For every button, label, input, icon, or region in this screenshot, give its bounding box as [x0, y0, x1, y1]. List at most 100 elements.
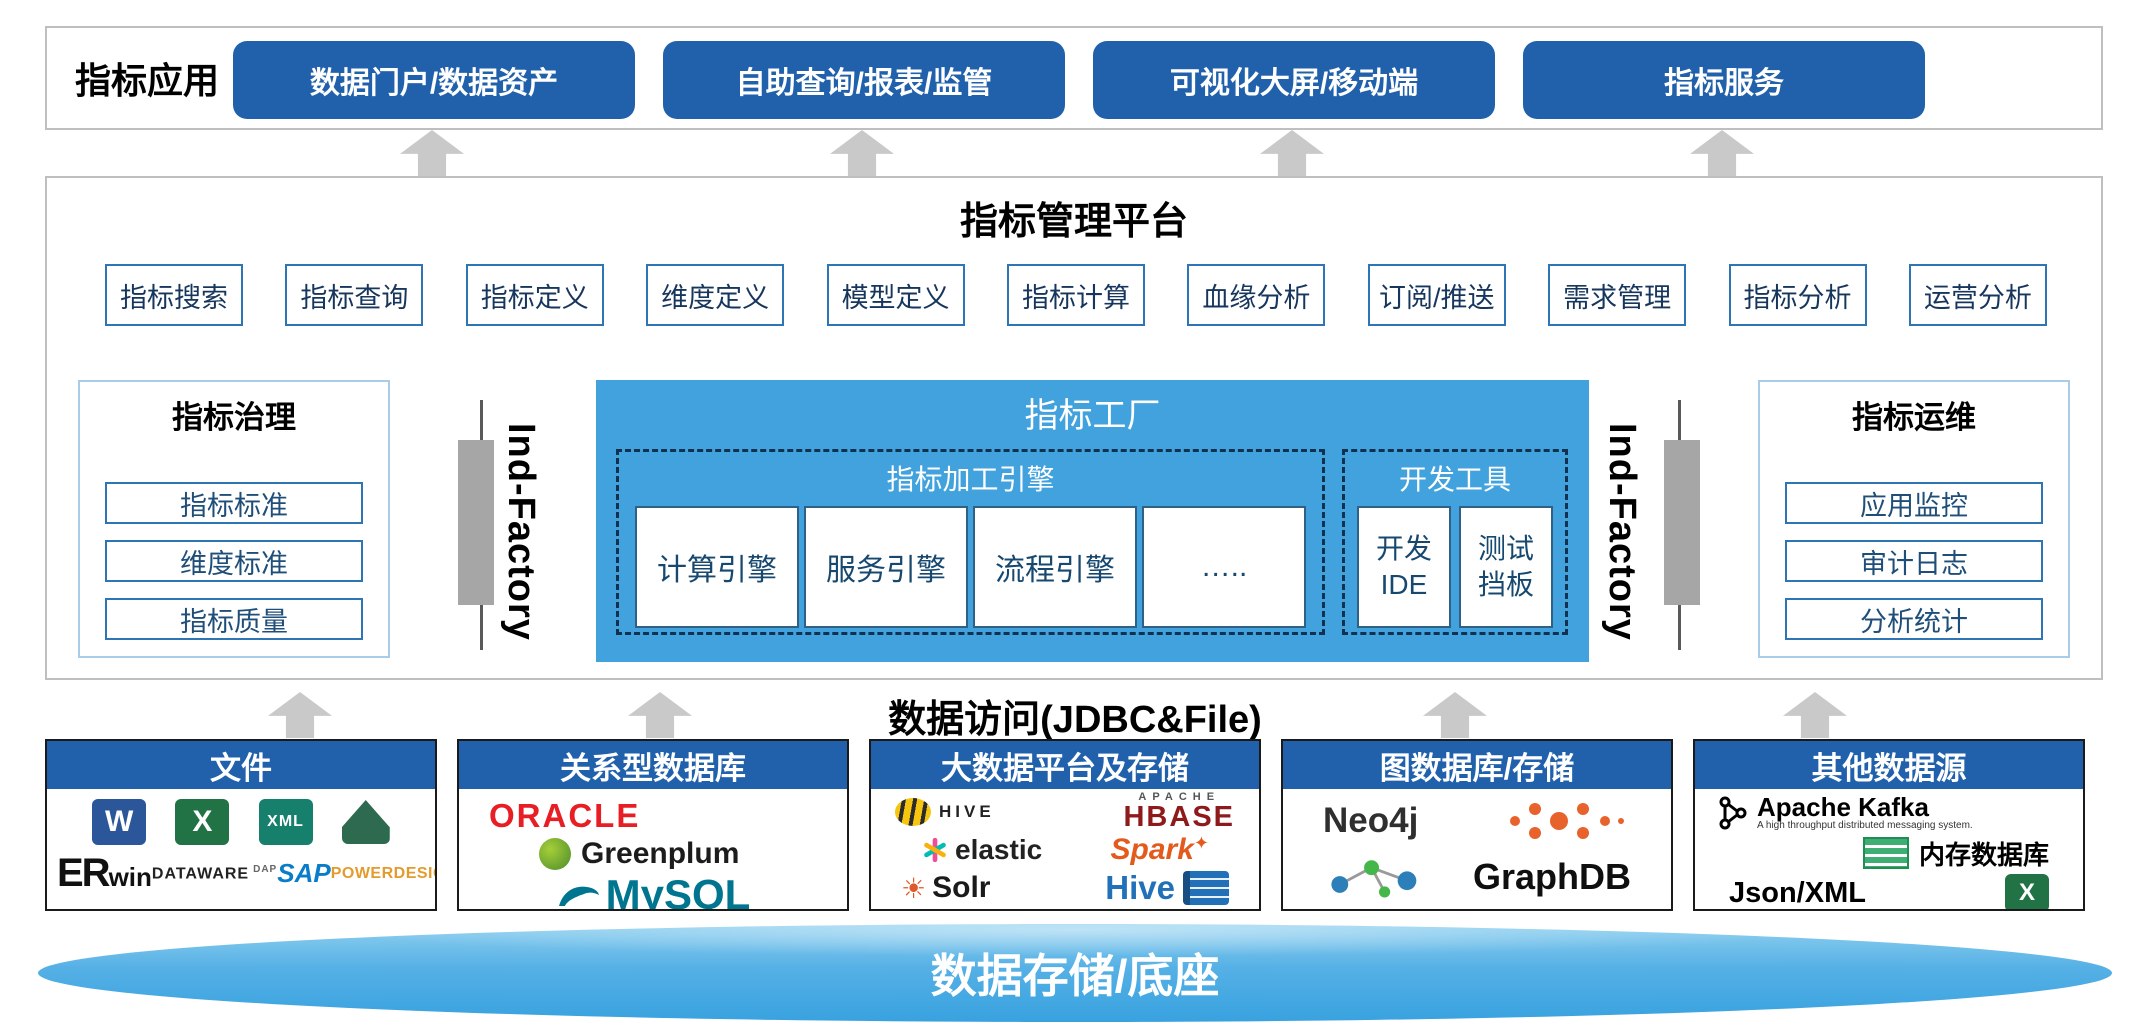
hive-blue-text: Hive — [1105, 869, 1175, 906]
spark-text: Spark — [1110, 833, 1194, 866]
word-icon: W — [92, 799, 147, 845]
datasource-bigdata-body: HIVE APACHE HBASE elastic Spark✦ — [871, 789, 1259, 909]
ops-item-analysis-stats: 分析统计 — [1785, 598, 2043, 640]
platform-title: 指标管理平台 — [959, 201, 1188, 243]
engine-process: 流程引擎 — [973, 506, 1137, 628]
engine-calculation: 计算引擎 — [635, 506, 799, 628]
module-dimension-definition: 维度定义 — [646, 264, 785, 326]
hbase-text: HBASE — [1123, 801, 1235, 833]
hive-text: HIVE — [939, 802, 995, 821]
graph-nodes-icon — [1331, 860, 1417, 898]
files-icon-row: W X XML — [47, 799, 435, 845]
module-requirement-management: 需求管理 — [1548, 264, 1687, 326]
graph-row-1: Neo4j — [1283, 793, 1671, 849]
spark-logo: Spark✦ — [1111, 833, 1209, 867]
memory-table-icon — [1862, 837, 1909, 869]
kafka-icon — [1719, 796, 1747, 830]
bigdata-row-2: elastic Spark✦ — [895, 831, 1235, 869]
datasource-graph-body: Neo4j GraphDB — [1283, 789, 1671, 909]
ops-item-audit-log: 审计日志 — [1785, 540, 2043, 582]
devtools-group-title: 开发工具 — [1398, 464, 1511, 495]
module-indicator-analysis: 指标分析 — [1728, 264, 1867, 326]
up-arrow-icon — [400, 130, 464, 176]
greenplum-icon — [539, 838, 571, 870]
solr-logo: ☀Solr — [901, 871, 990, 905]
ind-factory-right-label: Ind-Factory — [1601, 423, 1643, 641]
xml-file-icon: XML — [258, 799, 313, 845]
engine-service: 服务引擎 — [804, 506, 968, 628]
ops-title: 指标运维 — [1852, 400, 1976, 435]
hbase-logo: APACHE HBASE — [1123, 792, 1235, 832]
governance-item-dimension-standard: 维度标准 — [105, 540, 363, 582]
graphdb-dots-icon — [1510, 803, 1624, 839]
jsonxml-text: Json/XML — [1729, 876, 1866, 909]
module-indicator-query: 指标查询 — [285, 264, 424, 326]
dataware-text: DATAWARE — [151, 865, 250, 883]
up-arrow-icon — [1260, 130, 1324, 176]
spark-star-icon: ✦ — [1193, 833, 1209, 853]
governance-item-quality: 指标质量 — [105, 598, 363, 640]
powerdesigner-logo: POWERDESIGNER — [330, 864, 435, 882]
elastic-asterisk-icon — [924, 837, 946, 863]
factory-title: 指标工厂 — [1024, 397, 1161, 435]
ind-factory-left-label: Ind-Factory — [500, 423, 542, 641]
platform-section: 指标管理平台 指标搜索 指标查询 指标定义 维度定义 模型定义 指标计算 血缘分… — [45, 176, 2103, 680]
engine-group-title: 指标加工引擎 — [886, 464, 1055, 495]
bigdata-row-3: ☀Solr Hive — [895, 869, 1235, 907]
datasource-relational-body: ORACLE Greenplum MySQL — [459, 789, 847, 909]
app-button-indicator-service: 指标服务 — [1523, 41, 1925, 119]
excel-icon: X — [2005, 874, 2049, 909]
data-storage-base-label: 数据存储/底座 — [930, 950, 1220, 1002]
datasource-other: 其他数据源 Apache Kafka A high throughput dis… — [1693, 739, 2085, 911]
greenplum-logo: Greenplum — [539, 837, 847, 871]
app-layer-label: 指标应用 — [75, 60, 220, 101]
devtool-mock-line1: 测试 — [1477, 532, 1534, 564]
kafka-tagline: A high throughput distributed messaging … — [1757, 820, 1973, 832]
elastic-logo: elastic — [921, 834, 1042, 866]
kafka-text: Apache Kafka — [1757, 792, 1929, 823]
datasource-bigdata-header: 大数据平台及存储 — [871, 741, 1259, 789]
other-row-jsonxml: Json/XML X — [1715, 873, 2063, 909]
mysql-logo: MySQL — [459, 871, 847, 909]
graphdb-logo: GraphDB — [1472, 856, 1631, 897]
datasource-relational: 关系型数据库 ORACLE Greenplum MySQL — [457, 739, 849, 911]
app-layer-section: 指标应用 数据门户/数据资产 自助查询/报表/监管 可视化大屏/移动端 指标服务 — [45, 26, 2103, 130]
app-button-visualization-mobile: 可视化大屏/移动端 — [1093, 41, 1495, 119]
hive-logo: HIVE — [895, 798, 995, 826]
module-indicator-calculation: 指标计算 — [1006, 264, 1145, 326]
left-connector-bar — [458, 440, 494, 605]
erwin-logo: ERwin — [57, 851, 152, 896]
hive-bee-icon — [895, 798, 931, 826]
mysql-dolphin-icon — [558, 886, 599, 906]
module-indicator-definition: 指标定义 — [465, 264, 604, 326]
up-arrow-icon — [830, 130, 894, 176]
erwin-win-text: win — [108, 862, 152, 892]
devtool-mock: 测试 挡板 — [1459, 506, 1553, 628]
datasource-graph: 图数据库/存储 Neo4j — [1281, 739, 1673, 911]
datasource-graph-header: 图数据库/存储 — [1283, 741, 1671, 789]
erwin-er-text: ER — [57, 851, 111, 895]
data-access-label: 数据访问(JDBC&File) — [888, 699, 1262, 741]
solr-text: Solr — [932, 871, 991, 904]
bigdata-row-1: HIVE APACHE HBASE — [895, 792, 1235, 832]
app-button-selfservice-report: 自助查询/报表/监管 — [663, 41, 1065, 119]
datasource-other-header: 其他数据源 — [1695, 741, 2083, 789]
devtools-group: 开发工具 开发 IDE 测试 挡板 — [1342, 449, 1568, 635]
app-button-data-portal: 数据门户/数据资产 — [233, 41, 635, 119]
oracle-logo: ORACLE — [489, 797, 641, 834]
module-subscribe-push: 订阅/推送 — [1367, 264, 1506, 326]
other-row-memorydb: 内存数据库 — [1715, 833, 2063, 873]
datasource-files-header: 文件 — [47, 741, 435, 789]
hbase-apache-text: APACHE — [1138, 791, 1221, 803]
memory-db-text: 内存数据库 — [1918, 839, 2049, 870]
engine-group: 指标加工引擎 计算引擎 服务引擎 流程引擎 ….. — [616, 449, 1325, 635]
greenplum-text: Greenplum — [581, 837, 740, 870]
hive-metastore-logo: Hive — [1105, 869, 1229, 907]
platform-modules-row: 指标搜索 指标查询 指标定义 维度定义 模型定义 指标计算 血缘分析 订阅/推送… — [105, 264, 2047, 326]
datasource-relational-header: 关系型数据库 — [459, 741, 847, 789]
up-arrow-icon — [1690, 130, 1754, 176]
governance-panel: 指标治理 指标标准 维度标准 指标质量 — [78, 380, 390, 658]
